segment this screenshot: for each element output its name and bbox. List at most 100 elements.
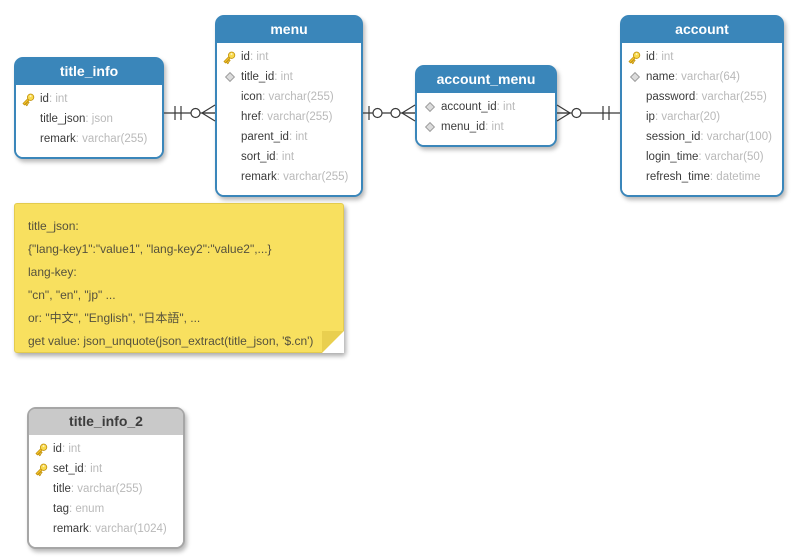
field-type: : int [61,443,81,455]
key-icon [20,92,37,106]
key-icon [221,50,238,64]
field-type: : varchar(255) [695,91,767,103]
no-icon [33,522,50,536]
field-type: : enum [69,503,105,515]
field-name: title_id [241,71,275,83]
table-account-header[interactable]: account [622,17,782,43]
field-name: icon [241,91,263,103]
field-name: id [241,51,250,63]
field-name: title [53,483,71,495]
field-name: session_id [646,131,701,143]
no-icon [221,130,238,144]
no-icon [33,482,50,496]
field-type: : int [496,101,516,113]
field-type: : int [274,71,293,83]
no-icon [20,112,37,126]
field-type: : varchar(1024) [88,523,167,535]
no-icon [626,110,643,124]
field-type: : varchar(100) [700,131,772,143]
field-menu-sort_id[interactable]: sort_id: int [221,147,359,167]
field-name: id [40,93,49,105]
field-type: : varchar(20) [654,111,721,123]
note-line: get value: json_unquote(json_extract(tit… [28,334,314,348]
field-type: : int [48,93,68,105]
field-title_info_2-remark[interactable]: remark: varchar(1024) [33,519,181,539]
field-menu-remark[interactable]: remark: varchar(255) [221,167,359,187]
field-account-id[interactable]: id: int [626,47,780,67]
field-account_menu-menu_id[interactable]: menu_id: int [421,117,553,137]
field-name: set_id [53,463,84,475]
field-type: : varchar(255) [276,171,349,183]
table-title_info_2-header[interactable]: title_info_2 [29,409,183,435]
field-name: menu_id [441,121,486,133]
no-icon [221,110,238,124]
sticky-note[interactable]: title_json:{"lang-key1":"value1", "lang-… [14,203,344,353]
field-name: ip [646,111,655,123]
field-menu-id[interactable]: id: int [221,47,359,67]
field-account-name[interactable]: name: varchar(64) [626,67,780,87]
table-title_info-header[interactable]: title_info [16,59,162,85]
connector-menu-account_menu[interactable] [363,101,416,125]
field-title_info-id[interactable]: id: int [20,89,160,109]
field-name: id [646,51,655,63]
field-name: login_time [646,151,699,163]
field-account-session_id[interactable]: session_id: varchar(100) [626,127,780,147]
field-account-ip[interactable]: ip: varchar(20) [626,107,780,127]
field-title_info_2-title[interactable]: title: varchar(255) [33,479,181,499]
no-icon [33,502,50,516]
field-menu-title_id[interactable]: title_id: int [221,67,359,87]
field-type: : int [654,51,674,63]
note-line: "cn", "en", "jp" ... [28,288,116,302]
field-account-refresh_time[interactable]: refresh_time: datetime [626,167,780,187]
field-name: tag [53,503,69,515]
field-type: : int [485,121,504,133]
no-icon [20,132,37,146]
field-name: remark [241,171,277,183]
field-name: sort_id [241,151,276,163]
field-type: : int [249,51,269,63]
note-line: lang-key: [28,265,77,279]
no-icon [221,90,238,104]
field-menu-href[interactable]: href: varchar(255) [221,107,359,127]
field-menu-parent_id[interactable]: parent_id: int [221,127,359,147]
field-title_info_2-tag[interactable]: tag: enum [33,499,181,519]
note-line: title_json: [28,219,79,233]
field-account-login_time[interactable]: login_time: varchar(50) [626,147,780,167]
table-account_menu-header[interactable]: account_menu [417,67,555,93]
field-type: : json [85,113,113,125]
field-menu-icon[interactable]: icon: varchar(255) [221,87,359,107]
foreign-key-diamond-icon [626,70,643,84]
field-account-password[interactable]: password: varchar(255) [626,87,780,107]
note-line: or: "中文", "English", "日本語", ... [28,311,201,325]
no-icon [626,170,643,184]
field-type: : datetime [709,171,761,183]
key-icon [626,50,643,64]
connector-account_menu-account[interactable] [556,101,620,125]
field-title_info_2-set_id[interactable]: set_id: int [33,459,181,479]
field-type: : varchar(255) [75,133,148,145]
field-name: id [53,443,62,455]
field-type: : varchar(50) [698,151,764,163]
foreign-key-diamond-icon [421,100,438,114]
field-title_info_2-id[interactable]: id: int [33,439,181,459]
field-title_info-remark[interactable]: remark: varchar(255) [20,129,160,149]
field-name: refresh_time [646,171,710,183]
no-icon [626,130,643,144]
field-name: password [646,91,696,103]
connector-title_info-menu[interactable] [164,101,216,125]
field-account_menu-account_id[interactable]: account_id: int [421,97,553,117]
foreign-key-diamond-icon [421,120,438,134]
field-title_info-title_json[interactable]: title_json: json [20,109,160,129]
no-icon [626,150,643,164]
table-menu-header[interactable]: menu [217,17,361,43]
field-name: account_id [441,101,497,113]
